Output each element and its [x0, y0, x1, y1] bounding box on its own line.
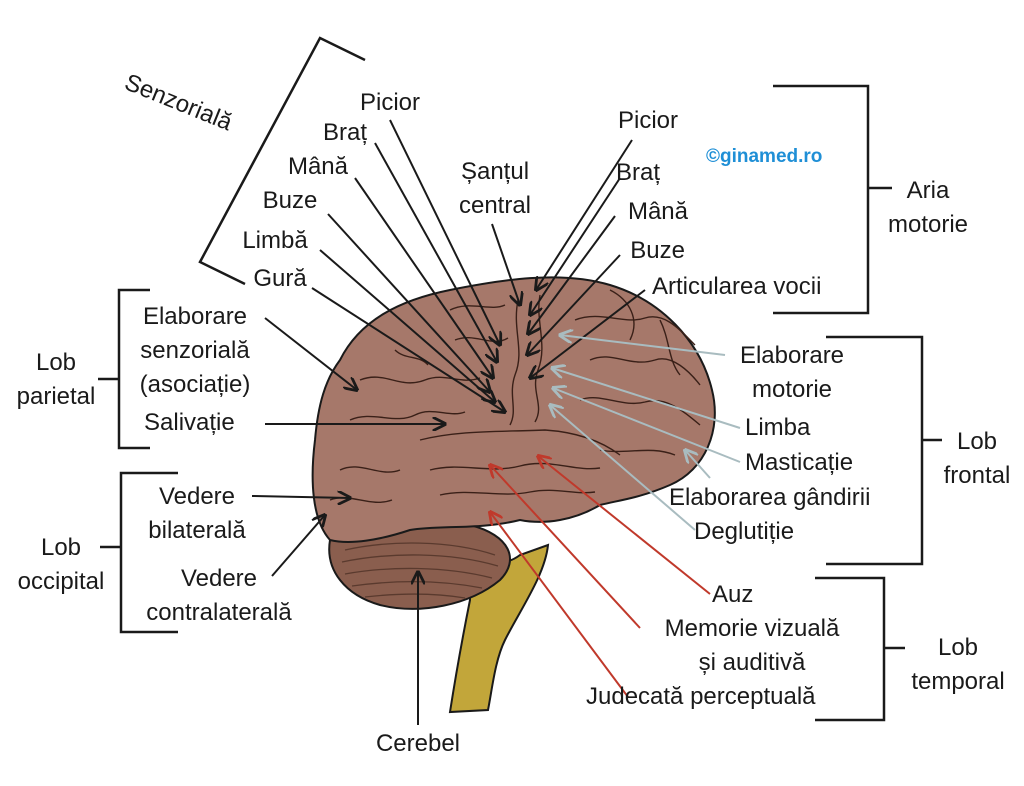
label-salivatie: Salivație [144, 409, 235, 436]
group-label-lob-temporal: Lob temporal [911, 634, 1005, 695]
label-senzorial-buze: Buze [262, 187, 318, 214]
bracket-senzoriala [198, 36, 366, 286]
arrow-senzorial-picior [389, 119, 500, 345]
group-label-lob-frontal: Lob frontal [943, 428, 1011, 489]
arrow-senzorial-buze [327, 213, 490, 392]
label-senzorial-picior: Picior [359, 89, 420, 116]
label-senzorial-limba: Limbă [242, 227, 308, 254]
arrow-motor-brat [530, 177, 621, 315]
arrow-memorie [490, 465, 641, 629]
arrow-senzorial-limba [319, 249, 495, 402]
arrow-deglutitie [550, 405, 696, 531]
bracket-lob-frontal [826, 335, 942, 566]
label-elaborarea-gandirii: Elaborarea gândirii [669, 484, 871, 511]
label-motor-picior: Picior [617, 107, 678, 134]
label-santul-central: Șanțul central [458, 158, 532, 219]
bracket-aria-motorie [773, 84, 892, 315]
group-label-lob-parietal: Lob parietal [16, 349, 96, 410]
watermark: ©ginamed.ro [706, 146, 823, 167]
label-elaborare-motorie: Elaborare motorie [739, 342, 845, 403]
arrow-judecata [490, 512, 629, 698]
label-motor-mana: Mână [627, 198, 688, 225]
label-deglutitie: Deglutiție [694, 518, 795, 545]
bracket-lob-parietal [98, 288, 150, 450]
arrow-motor-articularea [530, 289, 646, 378]
arrow-vedere-bilaterala [251, 496, 350, 498]
arrow-auz [538, 456, 711, 595]
arrow-senzorial-gura [311, 287, 505, 412]
label-elaborare-senzoriala: Elaborare senzorială (asociație) [139, 303, 251, 398]
label-cerebel: Cerebel [375, 730, 461, 757]
arrow-gandire [685, 450, 711, 479]
label-limba: Limba [745, 414, 811, 441]
bracket-lob-occipital [100, 471, 178, 634]
arrow-limba [552, 368, 741, 429]
arrow-motor-picior [536, 139, 633, 290]
label-memorie-vizuala: Memorie vizuală și auditivă [664, 615, 840, 676]
arrow-elaborare-senzoriala [264, 317, 357, 390]
label-auz: Auz [712, 581, 754, 608]
label-senzorial-gura: Gură [253, 265, 307, 292]
label-motor-brat: Braț [615, 159, 660, 186]
arrow-santul-central [491, 223, 520, 305]
label-vedere-contralaterala: Vedere contralaterală [146, 565, 292, 626]
arrow-vedere-contralaterala [271, 515, 325, 577]
label-judecata-perceptuala: Judecată perceptuală [586, 683, 816, 710]
label-senzorial-brat: Braț [322, 119, 367, 146]
arrow-motor-mana [528, 215, 616, 334]
label-vedere-bilaterala: Vedere bilaterală [148, 483, 246, 544]
group-label-aria-motorie: Aria motorie [887, 177, 969, 238]
group-label-lob-occipital: Lob occipital [17, 534, 105, 595]
arrow-senzorial-brat [374, 142, 497, 362]
label-articularea-vocii: Articularea vocii [652, 273, 822, 300]
label-motor-buze: Buze [630, 237, 685, 264]
label-masticatie: Masticație [745, 449, 854, 476]
bracket-lob-temporal [815, 576, 905, 722]
arrow-masticatie [553, 388, 741, 463]
arrow-motor-buze [527, 254, 621, 355]
arrow-senzorial-mana [354, 177, 493, 378]
arrow-elaborare-motorie [560, 335, 726, 356]
label-senzorial-mana: Mână [287, 153, 349, 180]
